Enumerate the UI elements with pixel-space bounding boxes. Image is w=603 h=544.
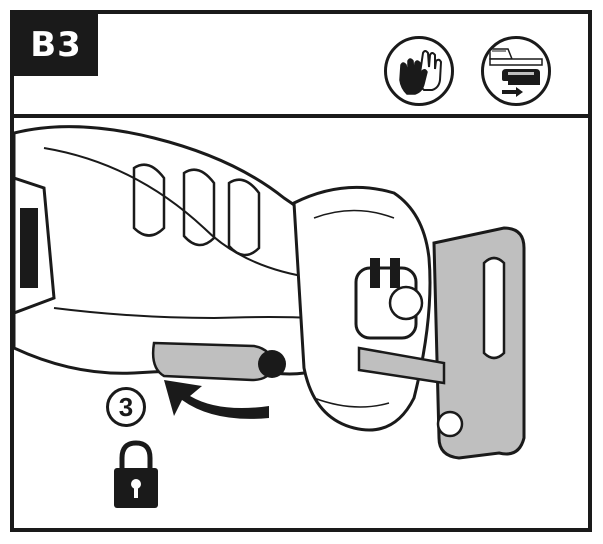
curved-arrow-icon	[164, 380, 269, 419]
gloves-icon	[384, 36, 454, 106]
padlock-locked-icon	[114, 440, 158, 508]
panel-header: B3	[14, 14, 588, 118]
instruction-panel: B3	[10, 10, 592, 532]
step-badge: B3	[14, 14, 98, 76]
saw-illustration: 3	[12, 118, 588, 528]
battery-remove-icon	[481, 36, 551, 106]
step-number-badge: 3	[106, 387, 146, 427]
